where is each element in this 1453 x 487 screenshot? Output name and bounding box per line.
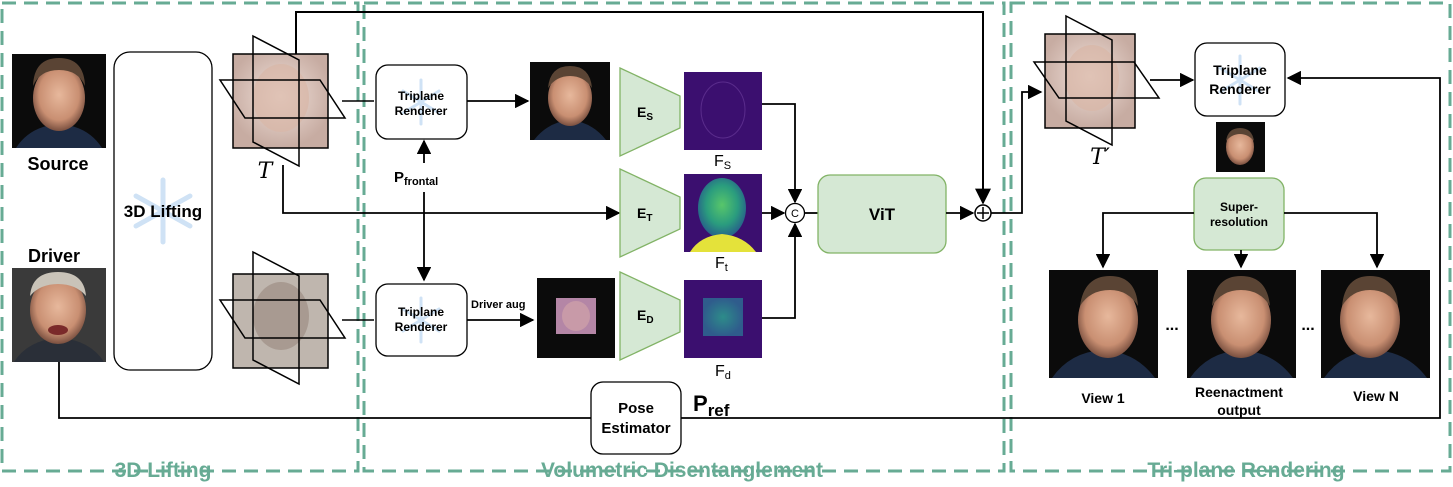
symbol-T: T — [258, 159, 275, 184]
renderer-top-snowflake-icon — [401, 78, 441, 126]
arrow-superres-to-view1 — [1095, 212, 1194, 269]
vit-label: ViT — [869, 205, 896, 224]
pose-label-2: Estimator — [601, 420, 670, 437]
symbol-P-ref: Pref — [693, 391, 730, 420]
triplane-source — [218, 34, 347, 168]
section-title-disentangle: Volumetric Disentanglement — [541, 459, 823, 482]
encoder-Es: ES — [619, 66, 681, 158]
renderer-right-snowflake-icon — [1218, 54, 1262, 106]
feature-map-Ft — [684, 174, 762, 252]
driver-image — [12, 268, 106, 362]
skip-connection-line — [295, 11, 991, 205]
feature-map-Fs — [684, 72, 762, 150]
frontal-render-image — [530, 62, 610, 140]
renderer-bottom-snowflake-icon — [401, 296, 441, 344]
lifting-block-label: 3D Lifting — [124, 202, 202, 221]
renderer-top-label-1: Triplane — [398, 89, 444, 103]
pose-estimator-block — [590, 381, 682, 455]
pose-label-1: Pose — [618, 400, 654, 417]
output-view-N-image — [1321, 270, 1430, 378]
encoder-Ed-label: ED — [637, 307, 654, 326]
arrow-Fd-to-concat — [762, 222, 803, 319]
reenact-label-2: output — [1217, 402, 1261, 418]
output-reenactment-image — [1187, 270, 1296, 378]
renderer-bottom-label-2: Renderer — [395, 320, 448, 334]
superres-label-2: resolution — [1210, 215, 1268, 229]
ellipsis-left: ... — [1165, 317, 1178, 334]
driver-aug-label: Driver aug — [471, 299, 525, 311]
renderer-top-label-2: Renderer — [395, 104, 448, 118]
triplane-driver — [218, 250, 347, 386]
concat-symbol: C — [791, 208, 799, 220]
low-res-render-image — [1216, 122, 1265, 172]
feature-map-Fd — [684, 280, 762, 358]
source-label: Source — [27, 154, 88, 174]
arrow-T-to-Et — [282, 165, 621, 221]
renderer-bottom-label-1: Triplane — [398, 305, 444, 319]
encoder-Es-label: ES — [637, 104, 653, 123]
view-N-label: View N — [1353, 388, 1399, 404]
section-title-lifting: 3D Lifting — [115, 459, 212, 482]
triplane-Tprime — [1032, 14, 1161, 147]
disentangle-section-border — [362, 1, 1006, 473]
output-view-1-image — [1049, 270, 1158, 378]
symbol-T-prime: T′ — [1090, 145, 1110, 170]
superres-block — [1193, 177, 1285, 251]
lifting-section-border — [0, 1, 360, 473]
feature-Ft-label: Ft — [715, 255, 728, 274]
feature-Fs-label: FS — [714, 153, 731, 172]
driver-to-pose-line — [58, 362, 591, 419]
symbol-P-frontal: Pfrontal — [394, 169, 438, 188]
encoder-Ed: ED — [619, 270, 681, 362]
view-1-label: View 1 — [1081, 390, 1125, 406]
source-image — [12, 54, 106, 148]
frozen-snowflake-icon — [133, 177, 193, 245]
arrow-Fs-to-concat — [762, 103, 803, 204]
encoder-Et: ET — [619, 167, 681, 259]
driver-aug-image — [537, 278, 615, 358]
section-title-rendering: Tri-plane Rendering — [1147, 459, 1344, 482]
encoder-Et-label: ET — [637, 205, 652, 224]
feature-Fd-label: Fd — [715, 363, 731, 382]
concat-node — [784, 202, 806, 224]
section-borders — [0, 1, 1452, 473]
driver-label: Driver — [28, 246, 80, 266]
arrow-superres-to-viewN — [1284, 212, 1385, 269]
rendering-section-border — [1009, 1, 1452, 473]
reenact-label-1: Reenactment — [1195, 384, 1283, 400]
renderer-right-label-1: Triplane — [1213, 62, 1267, 78]
arrow-plus-to-Tprime — [991, 84, 1043, 214]
vit-block — [817, 174, 947, 254]
renderer-right-label-2: Renderer — [1209, 81, 1271, 97]
pose-to-renderer-line — [681, 70, 1441, 419]
superres-label-1: Super- — [1220, 200, 1258, 214]
ellipsis-right: ... — [1301, 317, 1314, 334]
